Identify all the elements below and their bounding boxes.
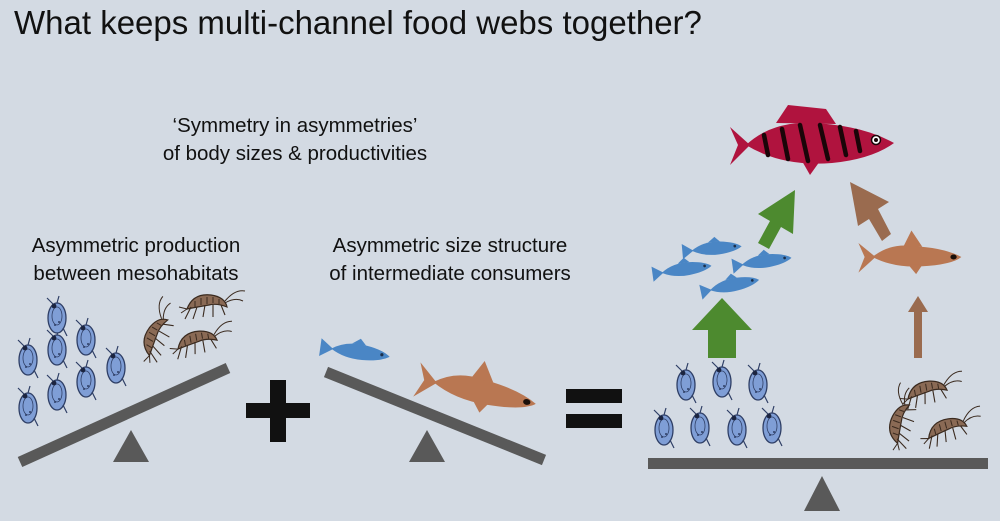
zooplankton-icon [689,405,711,447]
zooplankton-icon [46,327,68,369]
amphipod-group [129,290,246,369]
seesaw-beam [17,362,231,468]
subtitle: ‘Symmetry in asymmetries’ of body sizes … [90,112,500,167]
balanced-food-web [648,105,988,511]
amphipod-icon [178,290,246,320]
zooplankton-icon [105,345,127,387]
size-label-line-2: of intermediate consumers [329,261,571,285]
zooplankton-icon [726,407,748,449]
size-label: Asymmetric size structure of intermediat… [290,232,610,287]
production-label: Asymmetric production between mesohabita… [5,232,267,287]
production-label-line-1: Asymmetric production [31,234,241,257]
plus-operator [246,380,310,442]
blue-fish-icon [650,254,713,282]
zooplankton-stack [653,359,783,449]
zooplankton-icon [17,337,39,379]
size-label-line-1: Asymmetric size structure [332,234,568,257]
equals-operator [566,389,622,428]
amphipod-icon [915,405,988,451]
seesaw-fulcrum-icon [804,476,840,511]
zooplankton-icon [46,295,68,337]
blue-fish-icon [698,268,761,300]
zooplankton-icon [711,359,733,401]
seesaw-beam [648,458,988,469]
blue-fish-icon [681,234,743,260]
subtitle-line-1: ‘Symmetry in asymmetries’ [172,114,418,137]
zooplankton-icon [17,385,39,427]
production-label-line-2: between mesohabitats [33,261,239,285]
subtitle-line-2: of body sizes & productivities [162,141,428,165]
amphipod-icon [166,320,238,361]
seesaw-fulcrum-icon [113,430,149,462]
blue-fish-icon [319,333,392,366]
arrow-up-icon [908,296,928,358]
seesaw-fulcrum-icon [409,430,445,462]
production-seesaw [17,290,246,468]
zooplankton-icon [46,372,68,414]
blue-fish-icon [730,246,793,274]
zooplankton-icon [75,317,97,359]
zooplankton-icon [653,407,675,449]
brown-fish-icon [858,230,962,275]
arrow-up-icon [758,190,795,249]
zooplankton-icon [675,362,697,404]
arrow-up-icon [692,298,752,358]
size-seesaw [319,333,547,466]
page-title: What keeps multi-channel food webs toget… [14,4,702,41]
predator-fish-icon [730,105,894,175]
arrow-up-icon [850,182,891,241]
zooplankton-icon [761,405,783,447]
zooplankton-group [17,295,127,427]
seesaw-beam [323,366,547,466]
zooplankton-icon [75,359,97,401]
zooplankton-icon [747,362,769,404]
amphipod-stack [877,370,988,455]
